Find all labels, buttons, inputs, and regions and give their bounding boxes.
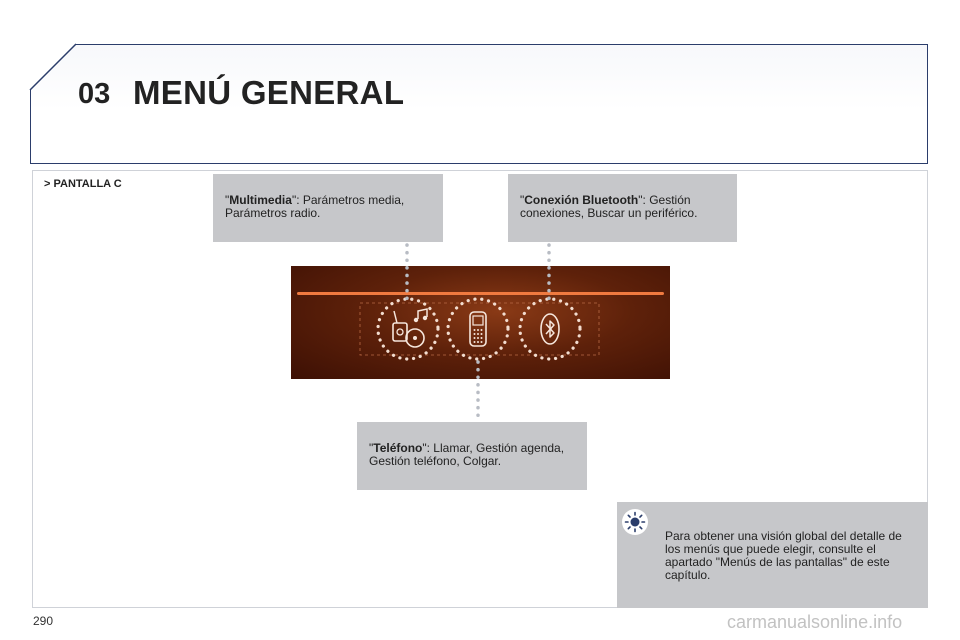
header-corner-cut — [29, 43, 77, 91]
chapter-number: 03 — [78, 78, 111, 110]
tip-box: Para obtener una visión global del detal… — [617, 502, 928, 608]
callout-multimedia: "Multimedia": Parámetros media, Parámetr… — [213, 174, 443, 242]
callout-description: ": Llamar, Gestión agenda, Gestión teléf… — [369, 441, 565, 468]
callout-term: Conexión Bluetooth — [524, 193, 639, 207]
bluetooth-icon — [518, 297, 582, 361]
callout-quote: " — [520, 193, 525, 207]
page-number: 290 — [33, 614, 54, 628]
callout-term: Multimedia — [229, 193, 292, 207]
callout-telefono: "Teléfono": Llamar, Gestión agenda, Gest… — [357, 422, 587, 490]
multimedia-icon — [376, 297, 440, 361]
chapter-header — [30, 44, 928, 164]
section-label: > PANTALLA C — [44, 178, 122, 190]
lightbulb-icon — [622, 509, 648, 535]
page-title: MENÚ GENERAL — [133, 74, 405, 111]
watermark: carmanualsonline.info — [727, 612, 903, 632]
callout-quote: " — [225, 193, 230, 207]
callout-description: ": Parámetros media, Parámetros radio. — [225, 193, 405, 220]
callout-quote: " — [369, 441, 374, 455]
callout-description: ": Gestión conexiones, Buscar un perifér… — [520, 193, 698, 220]
selection-frame — [359, 302, 600, 356]
screen-accent-line — [297, 292, 664, 295]
callout-bluetooth: "Conexión Bluetooth": Gestión conexiones… — [508, 174, 737, 242]
callout-term: Teléfono — [373, 441, 423, 455]
screen-icons — [359, 297, 600, 361]
content-frame — [32, 170, 928, 608]
tip-text: Para obtener una visión global del detal… — [665, 529, 902, 582]
screen-display — [291, 266, 670, 379]
phone-icon — [446, 297, 510, 361]
